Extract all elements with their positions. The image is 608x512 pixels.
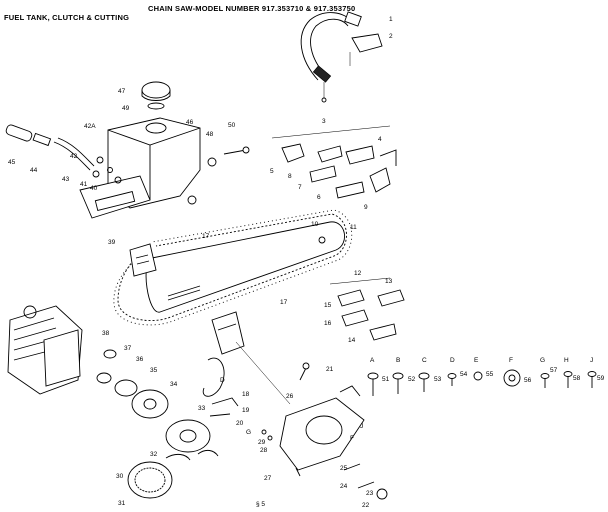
right-plates [329, 277, 405, 341]
fuel-tank-part [79, 117, 201, 219]
callout-43: 43 [62, 176, 70, 183]
callout-12: 12 [354, 270, 362, 277]
callout-21: 21 [326, 366, 334, 373]
callout-44: 44 [30, 167, 38, 174]
callout-41: 41 [80, 181, 88, 188]
hardware-letter-d: D [450, 357, 455, 364]
callout-16: 16 [324, 320, 332, 327]
hardware-letter-b: B [396, 357, 400, 364]
callout-47: 47 [118, 88, 126, 95]
fuel-cap-part [141, 81, 171, 110]
hardware-letter-e: E [474, 357, 479, 364]
callout-42a: 42A [84, 123, 96, 130]
letter-g-callout: G [246, 429, 251, 436]
hardware-letter-a: A [370, 357, 375, 364]
callout-18: 18 [242, 391, 250, 398]
callout-42: 42 [70, 153, 78, 160]
hardware-row [367, 369, 597, 396]
callout-27: 27 [264, 475, 272, 482]
callout-57: 57 [550, 367, 558, 374]
callout-6: 6 [317, 194, 321, 201]
hardware-letter-h: H [564, 357, 569, 364]
callout-9: 9 [364, 204, 368, 211]
callout-54: 54 [460, 371, 468, 378]
callout-1: 1 [389, 16, 393, 23]
callout-48: 48 [206, 131, 214, 138]
callout-23: 23 [366, 490, 374, 497]
callout-15: 15 [324, 302, 332, 309]
sprocket-cover-part [235, 341, 365, 477]
hardware-letter-f: F [509, 357, 513, 364]
fuel-line-parts [5, 124, 122, 184]
page-mark: § 5 [256, 501, 265, 508]
callout-17a: 17 [202, 233, 210, 240]
callout-labels: 1 2 3 4 5 6 7 8 9 10 11 12 13 14 15 16 1… [8, 16, 605, 509]
letter-d-callout: D [220, 377, 225, 384]
callout-19: 19 [242, 407, 250, 414]
callout-56: 56 [524, 377, 532, 384]
callout-28: 28 [260, 447, 268, 454]
hardware-letter-g: G [540, 357, 545, 364]
callout-35: 35 [150, 367, 158, 374]
bottom-screws [261, 362, 388, 500]
callout-58: 58 [573, 375, 581, 382]
model-number-heading: CHAIN SAW-MODEL NUMBER 917.353710 & 917.… [148, 4, 356, 13]
callout-38: 38 [102, 330, 110, 337]
front-handle-part [300, 11, 383, 103]
hardware-letter-c: C [422, 357, 427, 364]
callout-37: 37 [124, 345, 132, 352]
callout-14: 14 [348, 337, 356, 344]
callout-17b: 17 [280, 299, 288, 306]
callout-10: 10 [311, 221, 319, 228]
callout-40: 40 [90, 185, 98, 192]
callout-20: 20 [236, 420, 244, 427]
callout-26a: 26 [286, 393, 294, 400]
callout-3: 3 [322, 118, 326, 125]
callout-5a: 5 [270, 168, 274, 175]
guide-bar-part [145, 221, 345, 313]
callout-52: 52 [408, 376, 416, 383]
callout-36: 36 [136, 356, 144, 363]
callout-49: 49 [122, 105, 130, 112]
callout-7: 7 [298, 184, 302, 191]
callout-53: 53 [434, 376, 442, 383]
bar-plate-right [211, 311, 245, 355]
callout-25: 25 [340, 465, 348, 472]
bar-plate-left [129, 243, 157, 277]
callout-59: 59 [597, 375, 605, 382]
callout-24: 24 [340, 483, 348, 490]
brake-band-part [202, 357, 239, 417]
letter-f-callout: F [350, 435, 354, 442]
callout-4: 4 [378, 136, 382, 143]
chain-brake-plates [271, 125, 397, 199]
callout-55: 55 [486, 371, 494, 378]
callout-11: 11 [350, 224, 357, 231]
callout-22: 22 [362, 502, 370, 509]
callout-2: 2 [389, 33, 393, 40]
callout-45: 45 [8, 159, 16, 166]
callout-33: 33 [198, 405, 206, 412]
engine-block-part [7, 305, 83, 395]
hardware-letter-j: J [590, 357, 593, 364]
callout-29: 29 [258, 439, 266, 446]
tank-bolts [187, 146, 250, 205]
section-title: FUEL TANK, CLUTCH & CUTTING [4, 13, 130, 22]
callout-30: 30 [116, 473, 124, 480]
clutch-assembly-parts [96, 349, 219, 499]
callout-32: 32 [150, 451, 158, 458]
callout-50: 50 [228, 122, 236, 129]
callout-8: 8 [288, 173, 292, 180]
callout-13: 13 [385, 278, 393, 285]
callout-31: 31 [118, 500, 126, 507]
callout-46: 46 [186, 119, 194, 126]
callout-51: 51 [382, 376, 390, 383]
callout-34: 34 [170, 381, 178, 388]
callout-39: 39 [108, 239, 116, 246]
letter-j-callout: J [360, 423, 363, 430]
